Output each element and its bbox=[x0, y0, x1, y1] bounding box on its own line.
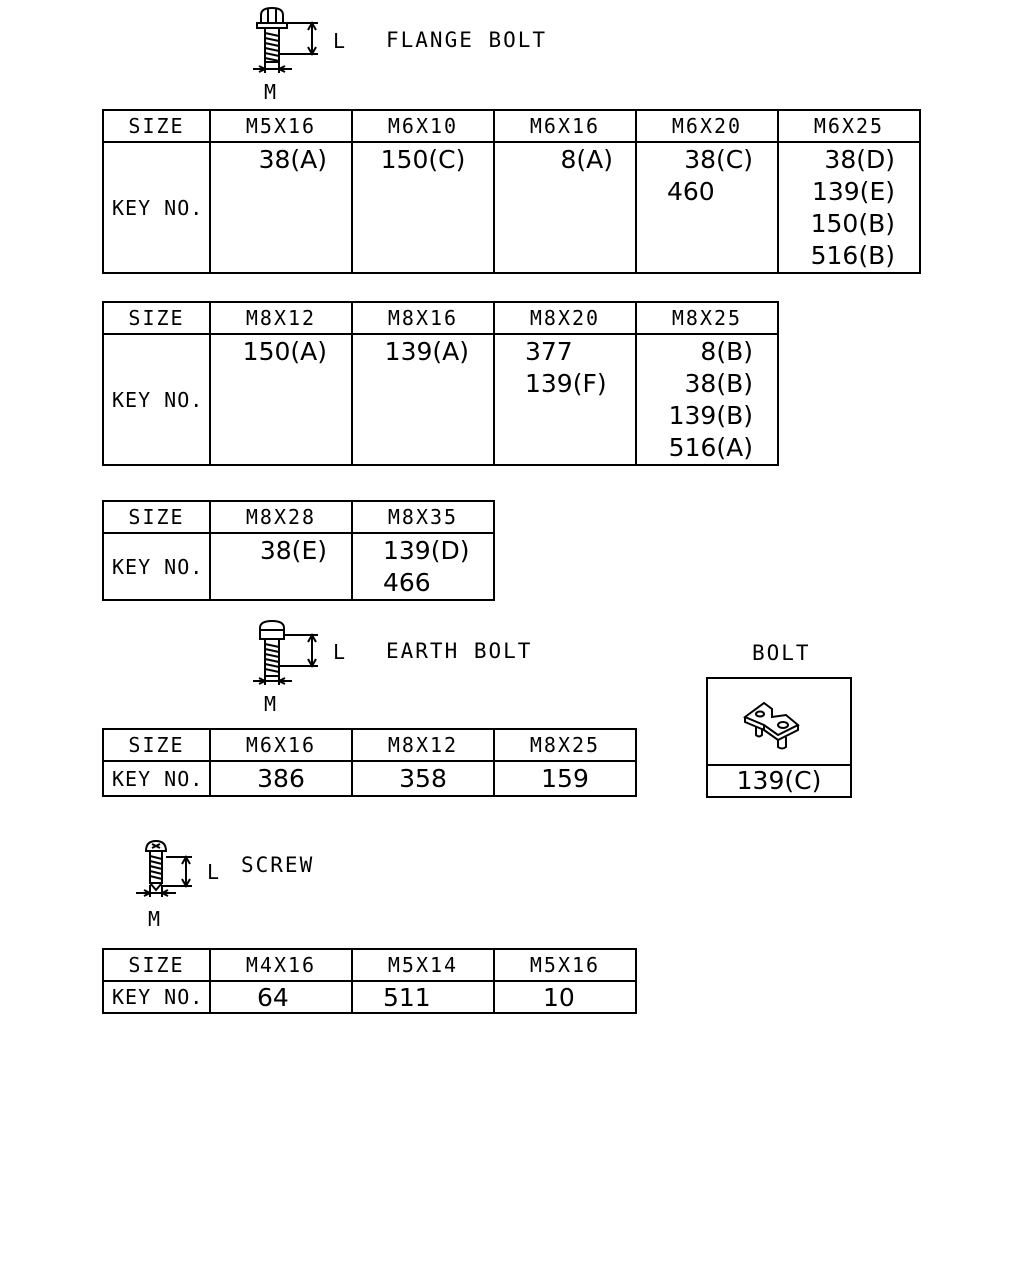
bolt-key-value: 139(C) bbox=[708, 764, 850, 796]
key-value: 460 bbox=[667, 177, 715, 206]
size-cell: M6X10 bbox=[351, 109, 495, 143]
size-cell: M8X35 bbox=[351, 500, 495, 534]
key-no-label: KEY NO. bbox=[102, 532, 211, 601]
key-value: 150(C) bbox=[380, 145, 466, 174]
key-value: 377 bbox=[525, 337, 573, 366]
key-value: 38(D) bbox=[824, 145, 895, 174]
flange-bolt-title: FLANGE BOLT bbox=[386, 28, 548, 52]
flange-dim-l: L bbox=[333, 29, 346, 53]
size-cell: M6X16 bbox=[493, 109, 637, 143]
key-no-label: KEY NO. bbox=[102, 333, 211, 466]
earth-dim-l: L bbox=[333, 640, 346, 664]
bolt-title: BOLT bbox=[752, 641, 811, 665]
key-value: 516(A) bbox=[668, 433, 753, 462]
screw-dim-l: L bbox=[207, 860, 220, 884]
key-value: 511 bbox=[351, 980, 495, 1014]
size-label: SIZE bbox=[102, 728, 211, 762]
flange-dim-m: M bbox=[264, 80, 277, 104]
flange-bolt-table-1: SIZE M5X16 M6X10 M6X16 M6X20 M6X25 KEY N… bbox=[102, 109, 921, 274]
key-cell: 150(A) bbox=[209, 333, 353, 466]
key-value: 38(A) bbox=[258, 145, 327, 174]
key-value: 38(B) bbox=[684, 369, 753, 398]
key-value: 150(B) bbox=[810, 209, 895, 238]
key-cell: 38(D) 139(E) 150(B) 516(B) bbox=[777, 141, 921, 274]
key-value: 38(C) bbox=[684, 145, 753, 174]
size-label: SIZE bbox=[102, 109, 211, 143]
size-cell: M8X28 bbox=[209, 500, 353, 534]
bracket-bolt-icon bbox=[742, 701, 800, 750]
key-value: 466 bbox=[383, 568, 431, 597]
earth-bolt-title: EARTH BOLT bbox=[386, 639, 533, 663]
size-label: SIZE bbox=[102, 301, 211, 335]
bolt-box: 139(C) bbox=[706, 677, 852, 798]
size-cell: M8X25 bbox=[635, 301, 779, 335]
screw-table: SIZE M4X16 M5X14 M5X16 KEY NO. 64 511 10 bbox=[102, 948, 637, 1014]
key-cell: 38(E) bbox=[209, 532, 353, 601]
key-cell: 150(C) bbox=[351, 141, 495, 274]
size-cell: M8X16 bbox=[351, 301, 495, 335]
key-value: 386 bbox=[209, 760, 353, 797]
key-cell: 8(A) bbox=[493, 141, 637, 274]
key-cell: 38(C) 460 bbox=[635, 141, 779, 274]
size-cell: M4X16 bbox=[209, 948, 353, 982]
key-value: 139(D) bbox=[383, 536, 470, 565]
flange-bolt-table-3: SIZE M8X28 M8X35 KEY NO. 38(E) 139(D) 46… bbox=[102, 500, 495, 601]
size-cell: M5X16 bbox=[209, 109, 353, 143]
key-cell: 38(A) bbox=[209, 141, 353, 274]
earth-dim-m: M bbox=[264, 692, 277, 716]
key-value: 358 bbox=[351, 760, 495, 797]
size-cell: M6X16 bbox=[209, 728, 353, 762]
key-value: 38(E) bbox=[259, 536, 327, 565]
size-cell: M5X16 bbox=[493, 948, 637, 982]
size-cell: M6X20 bbox=[635, 109, 779, 143]
key-cell: 139(D) 466 bbox=[351, 532, 495, 601]
key-no-label: KEY NO. bbox=[102, 141, 211, 274]
size-cell: M6X25 bbox=[777, 109, 921, 143]
key-value: 10 bbox=[493, 980, 637, 1014]
key-no-label: KEY NO. bbox=[102, 760, 211, 797]
flange-bolt-icon bbox=[253, 6, 318, 73]
key-value: 159 bbox=[493, 760, 637, 797]
screw-title: SCREW bbox=[241, 853, 315, 877]
key-value: 139(A) bbox=[384, 337, 469, 366]
key-value: 64 bbox=[209, 980, 353, 1014]
size-label: SIZE bbox=[102, 948, 211, 982]
size-cell: M8X25 bbox=[493, 728, 637, 762]
key-cell: 8(B) 38(B) 139(B) 516(A) bbox=[635, 333, 779, 466]
screw-dim-m: M bbox=[148, 907, 161, 931]
screw-icon bbox=[136, 839, 192, 897]
key-value: 516(B) bbox=[810, 241, 895, 270]
key-value: 8(A) bbox=[560, 145, 613, 174]
earth-bolt-icon bbox=[253, 619, 318, 685]
key-cell: 139(A) bbox=[351, 333, 495, 466]
size-cell: M5X14 bbox=[351, 948, 495, 982]
size-label: SIZE bbox=[102, 500, 211, 534]
key-value: 139(B) bbox=[668, 401, 753, 430]
key-value: 139(F) bbox=[525, 369, 607, 398]
flange-bolt-table-2: SIZE M8X12 M8X16 M8X20 M8X25 KEY NO. 150… bbox=[102, 301, 779, 466]
size-cell: M8X12 bbox=[209, 301, 353, 335]
key-cell: 377 139(F) bbox=[493, 333, 637, 466]
size-cell: M8X12 bbox=[351, 728, 495, 762]
earth-bolt-table: SIZE M6X16 M8X12 M8X25 KEY NO. 386 358 1… bbox=[102, 728, 637, 797]
key-value: 150(A) bbox=[242, 337, 327, 366]
key-no-label: KEY NO. bbox=[102, 980, 211, 1014]
key-value: 139(E) bbox=[811, 177, 895, 206]
size-cell: M8X20 bbox=[493, 301, 637, 335]
key-value: 8(B) bbox=[700, 337, 753, 366]
